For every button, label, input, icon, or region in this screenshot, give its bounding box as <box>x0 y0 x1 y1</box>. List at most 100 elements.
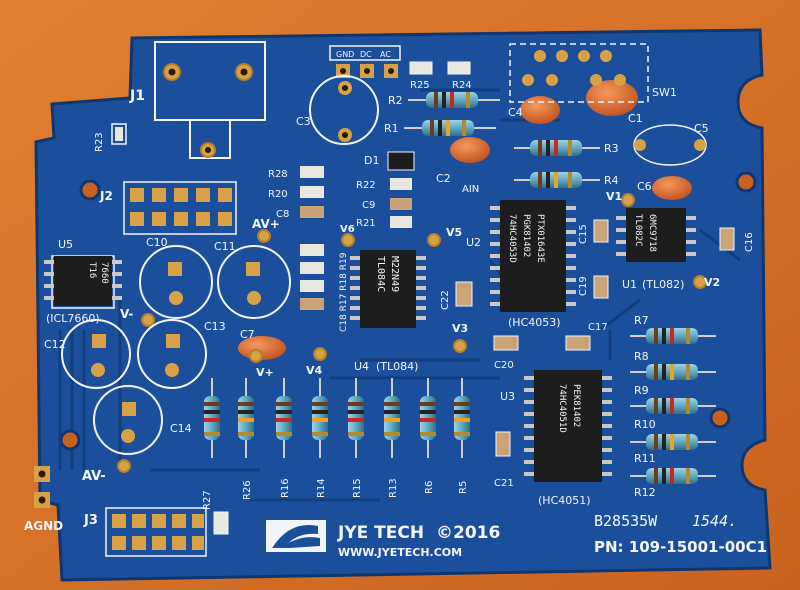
c1-label: C1 <box>628 112 643 125</box>
rail-v3-label: V3 <box>452 322 468 335</box>
u4-label: U4 <box>354 360 369 373</box>
resistor-r7: R7 <box>630 314 716 344</box>
resistor-r10: R10 <box>630 418 716 450</box>
r8-label: R8 <box>634 350 649 363</box>
u1-chip: TL082C 6MC9718 U1 (TL082) <box>616 208 696 291</box>
r3-label: R3 <box>604 142 619 155</box>
u4-chip: TL084C M22N49 U4 (TL084) <box>350 250 426 373</box>
agnd-label: AGND <box>24 519 63 533</box>
c3-capacitor: C3 <box>296 75 379 145</box>
part-number: PN: 109-15001-00C1 <box>594 538 767 556</box>
rail-vminus-label: V- <box>120 307 133 321</box>
resistor-r11: R11 <box>630 452 716 484</box>
sw1-outline: SW1 <box>509 43 677 103</box>
u4-name: (TL084) <box>376 360 418 373</box>
u3-marking-2: PEK81402 <box>571 384 581 427</box>
r10-label: R10 <box>634 418 656 431</box>
ain-label: AIN <box>462 184 479 195</box>
r21-label: R21 <box>356 218 376 229</box>
r23-label: R23 <box>94 132 105 152</box>
r20-label: R20 <box>268 189 288 200</box>
c3-label: C3 <box>296 115 311 128</box>
j2-header: J2 <box>99 181 237 235</box>
r27-smd <box>213 511 229 535</box>
gnd-label: GND <box>336 50 354 59</box>
c8-label: C8 <box>276 209 289 220</box>
rail-vplus-label: V+ <box>256 366 274 379</box>
c19-label: C19 <box>578 276 589 296</box>
c6-label: C6 <box>637 180 652 193</box>
rail-v6-label: V6 <box>340 224 355 235</box>
r6-label: R6 <box>424 481 435 494</box>
rail-avminus-label: AV- <box>82 469 106 484</box>
r9-label: R9 <box>634 384 649 397</box>
rail-v5-label: V5 <box>446 226 462 239</box>
dc-label: DC <box>360 50 372 59</box>
d1-label: D1 <box>364 154 379 167</box>
resistor-r8: R8 <box>630 350 716 380</box>
u3-chip: 74HC4051D PEK81402 U3 (HC4051) <box>500 370 612 507</box>
r27-label: R27 <box>202 490 213 510</box>
vertical-resistors <box>204 378 470 458</box>
u2-name: (HC4053) <box>508 316 561 329</box>
smd-column-left: R28 R20 C8 C18 R17 R18 R19 <box>268 166 349 332</box>
ceramic-caps <box>238 80 692 360</box>
c16-label: C15 <box>578 224 589 244</box>
mounting-holes <box>59 171 757 451</box>
u5-marking-1: 7660 <box>99 262 109 284</box>
ac-label: AC <box>380 50 391 59</box>
c13-label: C13 <box>204 320 226 333</box>
r11-label: R11 <box>634 452 656 465</box>
jyetech-logo <box>266 520 326 552</box>
brand-name: JYE TECH <box>337 523 424 543</box>
j2-label: J2 <box>99 189 113 203</box>
c15-label: C16 <box>744 232 755 252</box>
c19: C19 <box>578 275 609 299</box>
u5-marking-2: T16 <box>87 262 97 278</box>
batch-suffix: 1544. <box>692 512 737 530</box>
agnd-pads: AGND <box>24 466 63 533</box>
u3-marking-1: 74HC4051D <box>557 384 567 433</box>
r23: R23 <box>94 123 127 152</box>
r24-label: R24 <box>452 80 472 91</box>
c22-label: C22 <box>440 290 451 310</box>
c11-label: C11 <box>214 240 236 253</box>
u1-label: U1 <box>622 278 637 291</box>
c21-label: C21 <box>494 478 514 489</box>
rail-v2-label: V2 <box>704 276 720 289</box>
r13-label: R13 <box>388 478 399 498</box>
c20-label: C20 <box>494 360 514 371</box>
electrolytic-pads <box>91 262 261 443</box>
r12-label: R12 <box>634 486 656 499</box>
electrolytic-caps <box>61 245 291 455</box>
resistor-r1: R1 <box>384 120 496 136</box>
r22-label: R22 <box>356 180 376 191</box>
c9-label: C9 <box>362 200 375 211</box>
c10-label: C10 <box>146 236 168 249</box>
r15-label: R15 <box>352 478 363 498</box>
website: WWW.JYETECH.COM <box>338 546 462 559</box>
u4-marking-1: TL084C <box>375 256 386 292</box>
resistor-r3: R3 <box>514 140 619 156</box>
j3-label: J3 <box>83 513 98 528</box>
copyright: ©2016 <box>436 523 500 543</box>
r7-label: R7 <box>634 314 649 327</box>
c22: C22 <box>440 281 473 310</box>
r4-label: R4 <box>604 174 619 187</box>
batch-code: B28535W <box>594 512 658 530</box>
resistor-r2: R2 <box>388 92 500 108</box>
u5-name: (ICL7660) <box>46 312 100 325</box>
smd-stack-label: C18 R17 R18 R19 <box>339 252 349 332</box>
sw1-label: SW1 <box>652 86 677 99</box>
r16-label: R16 <box>280 478 291 498</box>
c12-label: C12 <box>44 338 66 351</box>
c21: C21 <box>494 431 514 489</box>
c17: C17 <box>565 322 608 351</box>
c20: C20 <box>493 335 519 371</box>
c4-label: C4 <box>508 106 523 119</box>
resistor-r4: R4 <box>514 172 619 188</box>
smd-column-right: R22 C9 R21 <box>356 178 412 229</box>
c7-label: C7 <box>240 328 255 341</box>
u3-name: (HC4051) <box>538 494 591 507</box>
